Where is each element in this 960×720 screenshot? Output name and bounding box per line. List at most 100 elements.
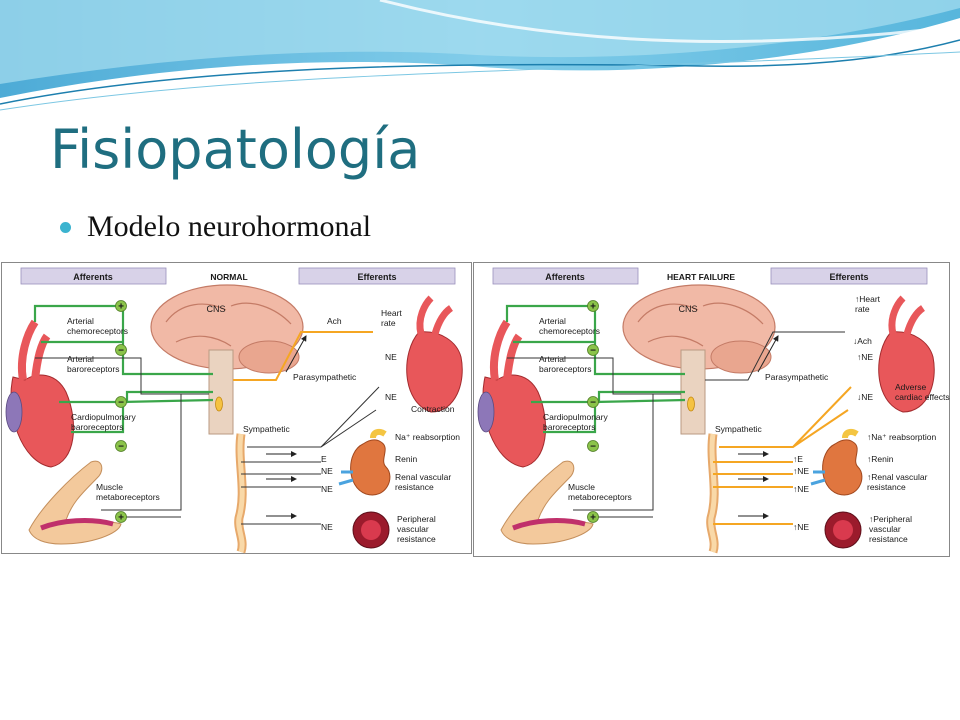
nucleus: [215, 396, 223, 412]
ach-label: Ach: [327, 316, 342, 326]
parasympathetic-arrow: [757, 335, 779, 373]
receptor-sign: +: [590, 513, 596, 524]
ne-label: NE: [385, 352, 397, 362]
ne-label: ↑NE: [857, 352, 873, 362]
receptor-sign: −: [590, 442, 596, 453]
header-wave: [0, 0, 960, 111]
header-efferents: Efferents: [357, 272, 396, 282]
receptor-sign-circle: [587, 511, 599, 523]
receptor-sign: +: [118, 513, 124, 524]
ne-label: NE: [385, 392, 397, 402]
receptor-sign-circle: [587, 300, 599, 312]
renal-vessel: [338, 470, 354, 486]
muscle-fiber: [40, 518, 114, 531]
cerebellum: [238, 340, 300, 374]
header-afferents-bar: [492, 267, 639, 285]
e-label: ↑E: [793, 454, 803, 464]
header-afferents: Afferents: [73, 272, 113, 282]
header-afferents-bar: [20, 267, 167, 285]
na-reabsorption-label: Na⁺ reabsorption: [395, 432, 460, 442]
brain-gyri: [637, 302, 764, 347]
sympathetic-cardiac-path: [719, 386, 852, 448]
receptor-sign: +: [118, 302, 124, 313]
header-efferents: Efferents: [829, 272, 868, 282]
efferent-heart: [878, 331, 935, 413]
parasympathetic-path: [233, 331, 373, 381]
brain-gyri: [165, 302, 292, 347]
bullet-dot: [60, 221, 71, 233]
ne-label: ↑NE: [793, 466, 809, 476]
parasympathetic-label: Parasympathetic: [765, 372, 829, 382]
kidney: [822, 439, 863, 496]
ne-label: ↓NE: [857, 392, 873, 402]
efferent-heart: [406, 331, 463, 413]
receptor-sign: −: [590, 398, 596, 409]
ne-label: ↑NE: [793, 522, 809, 532]
ne-label: NE: [321, 466, 333, 476]
blood-vessel-lumen: [833, 520, 853, 540]
afferent-path-cardiopulm: [531, 390, 685, 404]
afferent-line: [507, 357, 681, 395]
bullet-item: Modelo neurohormonal: [60, 210, 371, 244]
receptor-sign-circle: [115, 440, 127, 452]
cns-label: CNS: [678, 304, 697, 314]
receptor-sign: +: [590, 302, 596, 313]
header-condition: NORMAL: [210, 272, 247, 282]
receptor-sign-circle: [115, 511, 127, 523]
renal-vessel: [810, 470, 826, 486]
header-efferents-bar: [298, 267, 456, 285]
ne-label: NE: [321, 484, 333, 494]
sympathetic-chain-inner: [236, 433, 245, 553]
cns-label: CNS: [206, 304, 225, 314]
receptor-sign-circle: [115, 396, 127, 408]
afferent-aorta: [490, 319, 523, 381]
efferent-aorta: [416, 295, 454, 336]
contraction-label: Contraction: [411, 404, 455, 414]
renin-label: Renin: [395, 454, 417, 464]
afferent-line: [573, 394, 654, 511]
parasympathetic-arrow: [285, 335, 307, 373]
header-afferents: Afferents: [545, 272, 585, 282]
renin-label: ↑Renin: [867, 454, 894, 464]
sympathetic-label: Sympathetic: [715, 424, 763, 434]
receptor-sign-circle: [115, 344, 127, 356]
receptor-sign: −: [118, 398, 124, 409]
receptor-sign: −: [118, 442, 124, 453]
receptor-sign-circle: [587, 440, 599, 452]
header-efferents-bar: [770, 267, 928, 285]
muscle-fiber: [512, 518, 586, 531]
parasympathetic-label: Parasympathetic: [293, 372, 357, 382]
afferent-line: [35, 357, 209, 395]
adrenal: [370, 428, 387, 439]
adrenal: [842, 428, 859, 439]
sympathetic-label: Sympathetic: [243, 424, 291, 434]
blood-vessel-lumen: [361, 520, 381, 540]
cerebellum: [710, 340, 772, 374]
receptor-sign: −: [118, 346, 124, 357]
header-condition: HEART FAILURE: [667, 272, 735, 282]
afferent-path-cardiopulm: [59, 390, 213, 404]
na-reabsorption-label: ↑Na⁺ reabsorption: [867, 432, 936, 442]
nucleus: [687, 396, 695, 412]
afferent-aorta: [18, 319, 51, 381]
ne-label: ↑NE: [793, 484, 809, 494]
sympathetic-chain-inner: [708, 433, 717, 553]
afferent-path-cardiopulm2: [71, 398, 214, 434]
receptor-sign: −: [590, 346, 596, 357]
